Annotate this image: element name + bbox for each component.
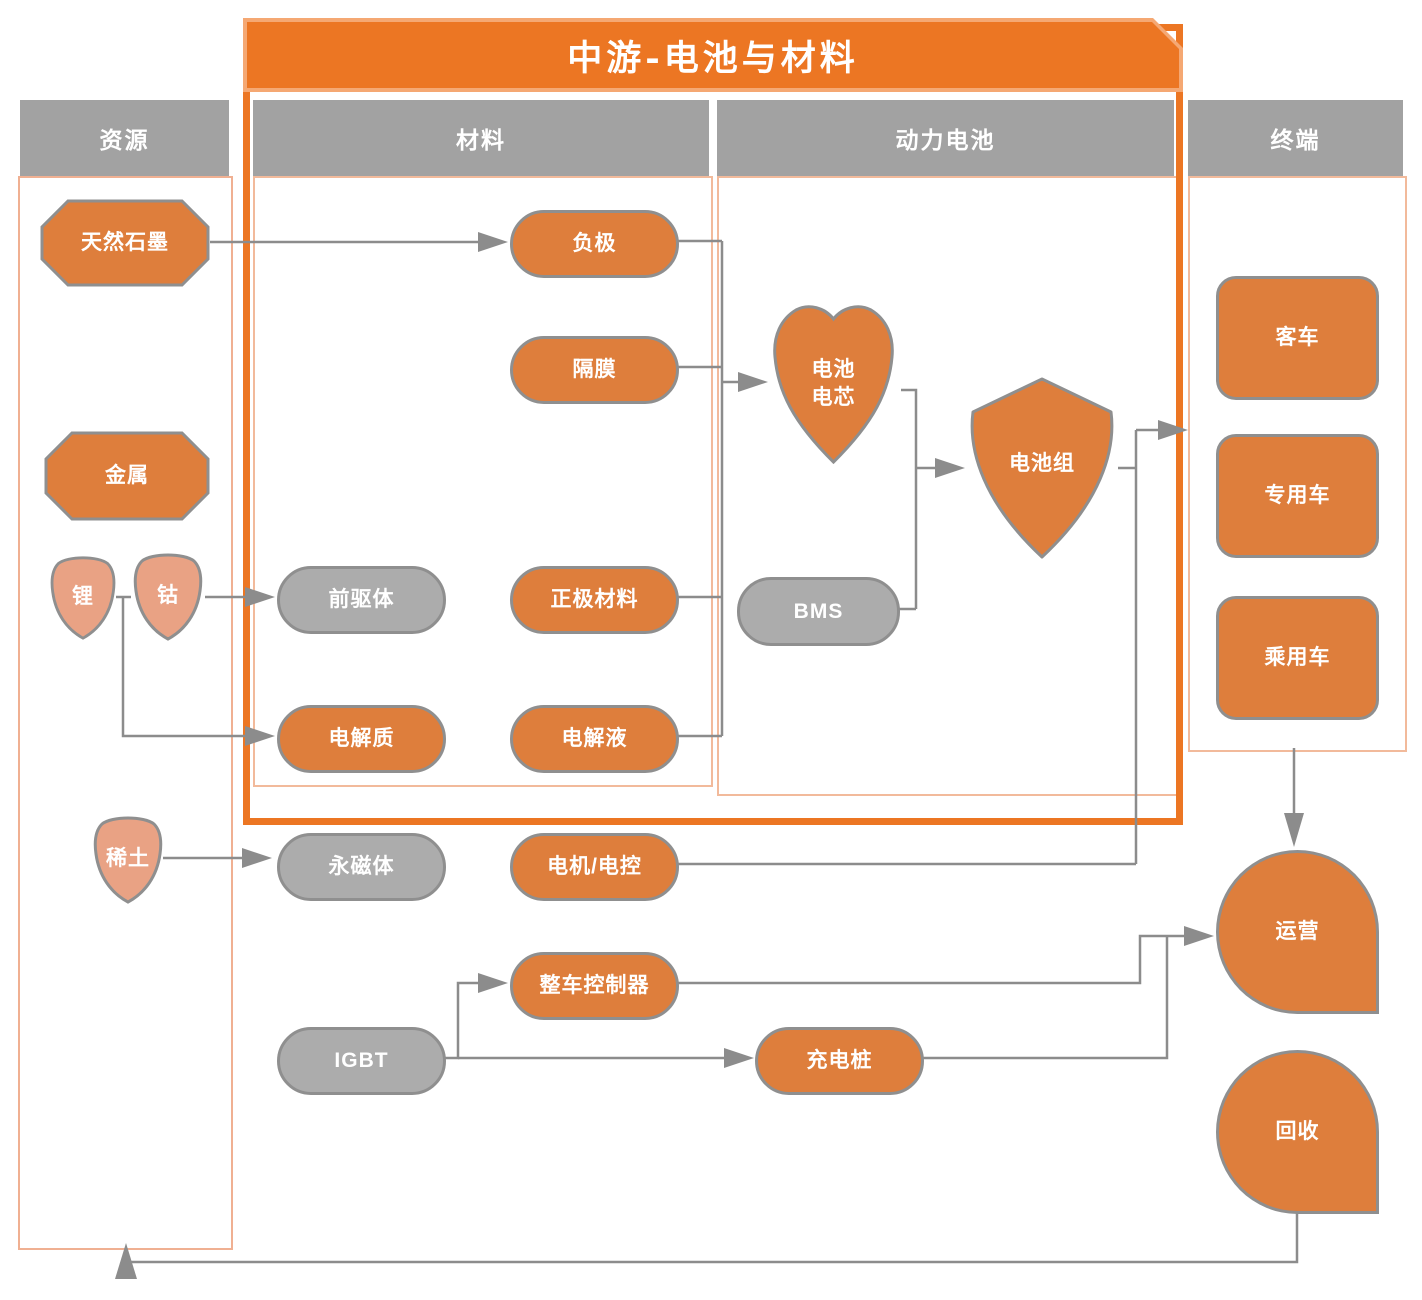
column-header-materials: 材料 xyxy=(253,100,709,176)
node-label: BMS xyxy=(793,599,844,623)
node-label: 天然石墨 xyxy=(81,231,169,255)
materials-column-box xyxy=(253,176,713,787)
node-natural-graphite: 天然石墨 xyxy=(40,199,210,287)
node-label: 金属 xyxy=(105,464,149,488)
node-bus: 客车 xyxy=(1216,276,1379,400)
node-rare-earth: 稀土 xyxy=(91,813,165,905)
node-electrolyte-solution: 电解液 xyxy=(510,705,679,773)
node-cobalt: 钴 xyxy=(131,550,205,642)
terminal-column-box xyxy=(1188,176,1407,752)
node-label-stack: 电池 电芯 xyxy=(812,356,856,411)
node-special-vehicle: 专用车 xyxy=(1216,434,1379,558)
node-recycling: 回收 xyxy=(1216,1050,1379,1214)
node-cathode-material: 正极材料 xyxy=(510,566,679,634)
node-lithium: 锂 xyxy=(48,553,118,641)
column-header-power-battery-label: 动力电池 xyxy=(895,127,996,153)
node-vehicle-controller: 整车控制器 xyxy=(510,952,679,1020)
octagon-shape xyxy=(44,431,210,521)
column-header-resources: 资源 xyxy=(20,100,229,176)
node-metal: 金属 xyxy=(44,431,210,521)
node-label: 专用车 xyxy=(1264,484,1331,508)
node-label: 客车 xyxy=(1275,326,1320,350)
node-electrolyte: 电解质 xyxy=(277,705,446,773)
column-header-power-battery: 动力电池 xyxy=(717,100,1174,176)
midstream-banner-face: 中游-电池与材料 xyxy=(247,22,1179,88)
node-anode: 负极 xyxy=(510,210,679,278)
node-label: 锂 xyxy=(72,585,94,609)
node-battery-pack: 电池组 xyxy=(966,373,1118,563)
node-label: 电池 xyxy=(811,358,856,382)
shield-icon xyxy=(970,377,1114,559)
node-label: 电解质 xyxy=(328,727,395,751)
midstream-banner: 中游-电池与材料 xyxy=(243,18,1183,92)
node-label: 负极 xyxy=(572,232,617,256)
node-label: 运营 xyxy=(1275,920,1320,944)
shield-icon xyxy=(133,553,203,641)
node-label: 回收 xyxy=(1275,1120,1320,1144)
node-label: 前驱体 xyxy=(328,588,395,612)
ornate-shield-icon xyxy=(773,305,894,465)
node-passenger-car: 乘用车 xyxy=(1216,596,1379,720)
shield-icon xyxy=(50,556,116,640)
midstream-banner-title: 中游-电池与材料 xyxy=(567,37,859,79)
node-label: 钴 xyxy=(157,584,179,608)
node-label: 电芯 xyxy=(811,385,856,409)
node-separator: 隔膜 xyxy=(510,336,679,404)
node-battery-cell: 电池 电芯 xyxy=(765,300,902,467)
node-label: 正极材料 xyxy=(550,588,639,612)
node-label: 充电桩 xyxy=(806,1049,873,1073)
column-header-terminal: 终端 xyxy=(1188,100,1403,176)
node-charging-pile: 充电桩 xyxy=(755,1027,924,1095)
node-motor-control: 电机/电控 xyxy=(510,833,679,901)
node-label: 电池组 xyxy=(1009,452,1075,476)
node-precursor: 前驱体 xyxy=(277,566,446,634)
shield-icon xyxy=(93,816,163,904)
node-label: 稀土 xyxy=(106,847,150,871)
node-bms: BMS xyxy=(737,577,900,646)
node-label: 整车控制器 xyxy=(539,974,650,998)
column-header-terminal-label: 终端 xyxy=(1270,127,1321,153)
column-header-resources-label: 资源 xyxy=(99,127,150,153)
column-header-materials-label: 材料 xyxy=(456,127,506,153)
octagon-shape xyxy=(40,199,210,287)
node-permanent-magnet: 永磁体 xyxy=(277,833,446,901)
node-label: 电解液 xyxy=(561,727,628,751)
node-label: 隔膜 xyxy=(572,358,617,382)
node-label: IGBT xyxy=(334,1049,389,1073)
node-operation: 运营 xyxy=(1216,850,1379,1014)
node-label: 电机/电控 xyxy=(547,855,642,879)
node-label: 乘用车 xyxy=(1264,646,1331,670)
node-label: 永磁体 xyxy=(328,855,395,879)
node-igbt: IGBT xyxy=(277,1027,446,1095)
